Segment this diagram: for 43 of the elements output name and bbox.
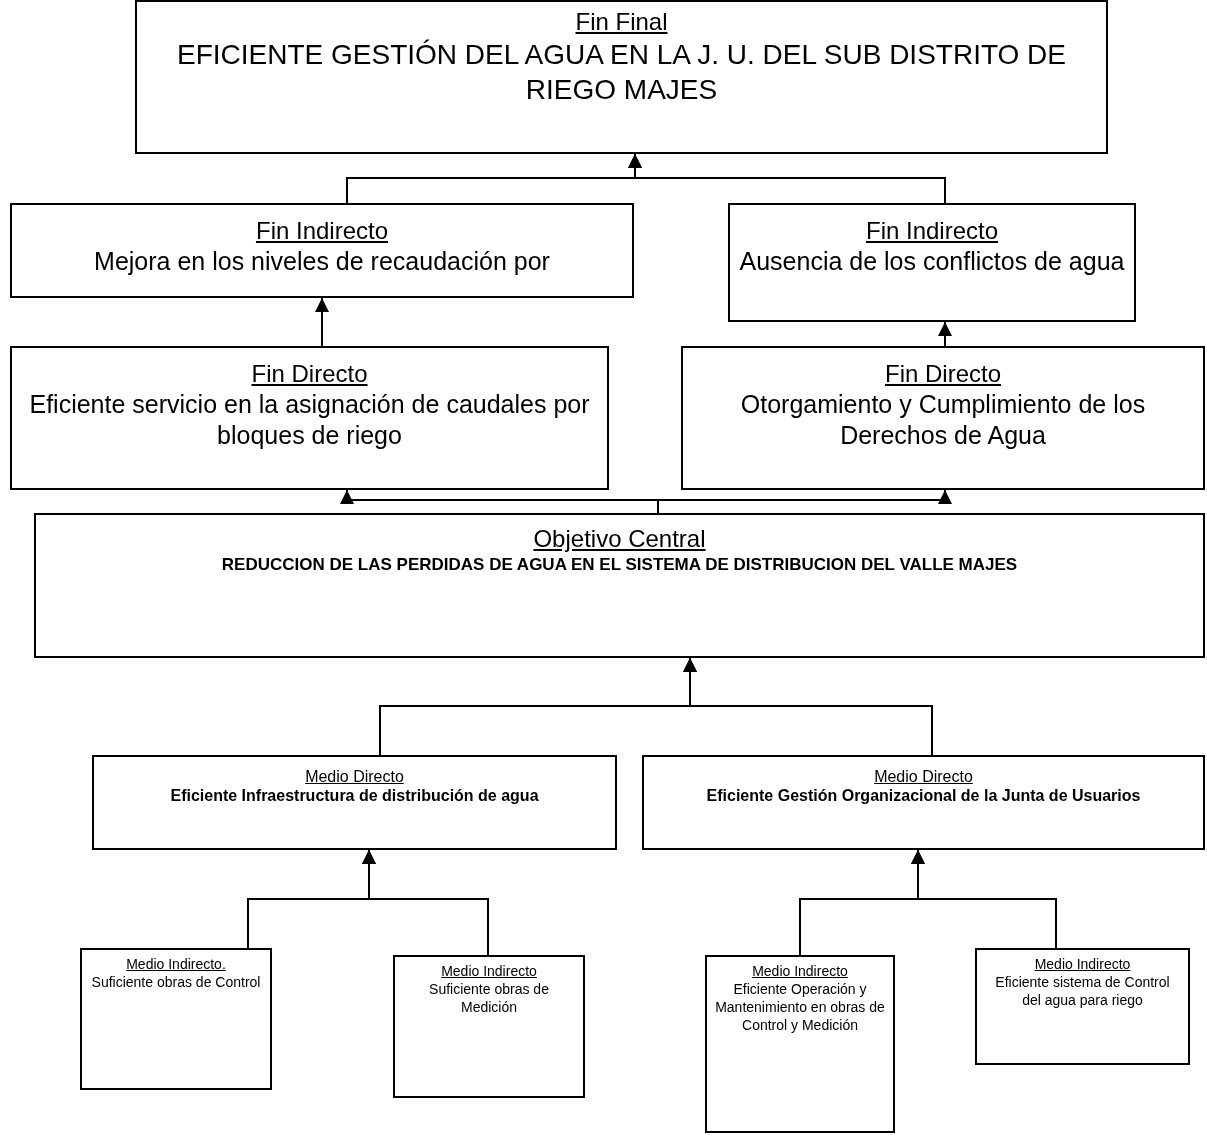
box-text: REDUCCION DE LAS PERDIDAS DE AGUA EN EL SISTEMA DE DISTRIBUCION DEL VALLE MAJES <box>220 553 1019 576</box>
box-heading: Objetivo Central <box>533 525 706 554</box>
connector-arrow <box>628 153 946 204</box>
goal-box <box>34 513 1205 658</box>
box-heading: Medio Indirecto <box>752 963 848 980</box>
goal-box <box>92 755 617 850</box>
box-text: Eficiente Infraestructura de distribución de agua <box>169 786 540 807</box>
box-heading: Medio Indirecto <box>441 963 537 980</box>
box-heading: Fin Indirecto <box>255 217 389 246</box>
goal-box <box>393 955 585 1098</box>
goal-box <box>10 346 609 490</box>
connector-arrow <box>911 849 1057 949</box>
box-heading: Medio Indirecto <box>1034 956 1131 973</box>
box-heading: Fin Final <box>575 8 668 37</box>
connector-arrow <box>938 321 952 347</box>
box-text: Eficiente sistema de Control del agua para riego <box>994 972 1171 1010</box>
box-text: Otorgamiento y Cumplimiento de los Derechos de Agua <box>739 388 1147 452</box>
goal-box <box>135 0 1108 154</box>
connector-arrow <box>315 297 329 347</box>
goal-box <box>10 203 634 298</box>
box-text: Eficiente Gestión Organizacional de la Junta de Usuarios <box>705 786 1142 807</box>
box-text: Suficiente obras de Control <box>90 972 262 991</box>
box-heading: Medio Indirecto. <box>126 956 226 973</box>
box-heading: Medio Directo <box>874 767 973 787</box>
box-heading: Fin Directo <box>885 360 1001 389</box>
goal-box <box>80 948 272 1090</box>
box-text: Eficiente servicio en la asignación de caudales por bloques de riego <box>28 388 591 452</box>
box-text: Ausencia de los conflictos de agua <box>738 245 1126 277</box>
box-heading: Fin Directo <box>251 360 368 389</box>
goal-box <box>728 203 1136 322</box>
box-text: EFICIENTE GESTIÓN DEL AGUA EN LA J. U. DEL SUB DISTRITO DE RIEGO MAJES <box>176 37 1067 107</box>
box-text: Eficiente Operación y Mantenimiento en obras de Control y Medición <box>715 979 885 1035</box>
goal-box <box>705 955 895 1133</box>
connector-arrow <box>362 849 489 956</box>
box-text: Mejora en los niveles de recaudación por <box>93 245 551 277</box>
goal-box <box>975 948 1190 1065</box>
connector-arrow <box>683 657 933 756</box>
goal-box <box>681 346 1205 490</box>
box-heading: Medio Directo <box>305 767 404 787</box>
goal-box <box>642 755 1205 850</box>
connector-arrow <box>657 489 952 514</box>
box-heading: Fin Indirecto <box>865 217 999 246</box>
box-text: Suficiente obras de Medición <box>428 979 550 1017</box>
